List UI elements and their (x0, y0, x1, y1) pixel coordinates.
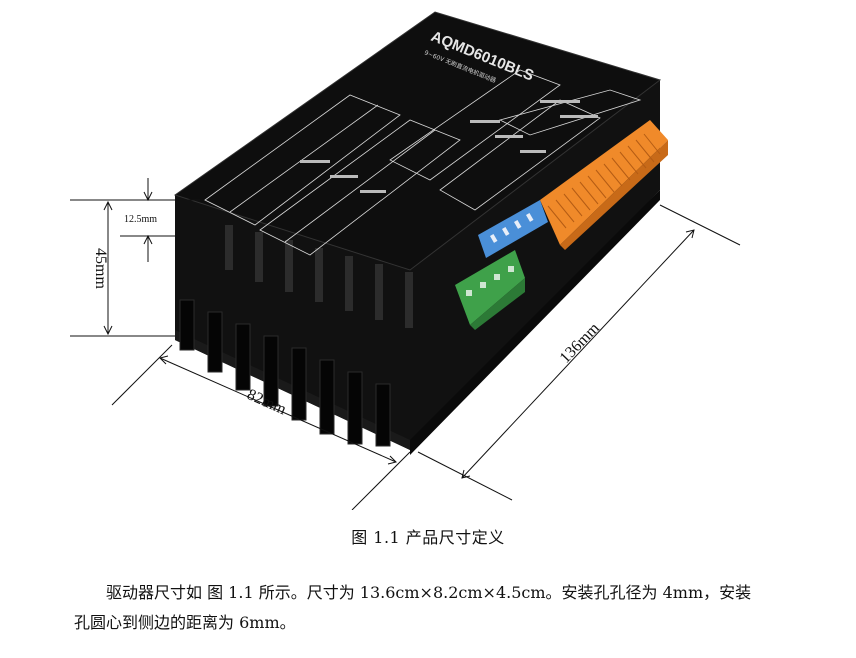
paragraph-line-2: 孔圆心到侧边的距离为 6mm。 (74, 613, 296, 632)
product-dimension-figure: AQMD6010BLS 9~60V 无刷直流电机驱动器 (70, 11, 741, 511)
length-dimension-label: 136mm (557, 319, 604, 366)
paragraph-line-1: 驱动器尺寸如 图 1.1 所示。尺寸为 13.6cm×8.2cm×4.5cm。安… (106, 583, 752, 602)
height-dimension-label: 45mm (92, 248, 109, 289)
figure-caption: 图 1.1 产品尺寸定义 (351, 528, 505, 547)
hole-offset-dimension-label: 12.5mm (124, 214, 157, 225)
orange-terminal-block (540, 120, 668, 250)
dip-switch (478, 200, 548, 258)
figure-svg: AQMD6010BLS 9~60V 无刷直流电机驱动器 (70, 11, 741, 511)
dimension-lines (70, 178, 741, 511)
top-panel: AQMD6010BLS 9~60V 无刷直流电机驱动器 (173, 11, 662, 271)
green-terminal-block (455, 250, 525, 330)
description-paragraph: 驱动器尺寸如 图 1.1 所示。尺寸为 13.6cm×8.2cm×4.5cm。安… (74, 578, 794, 638)
